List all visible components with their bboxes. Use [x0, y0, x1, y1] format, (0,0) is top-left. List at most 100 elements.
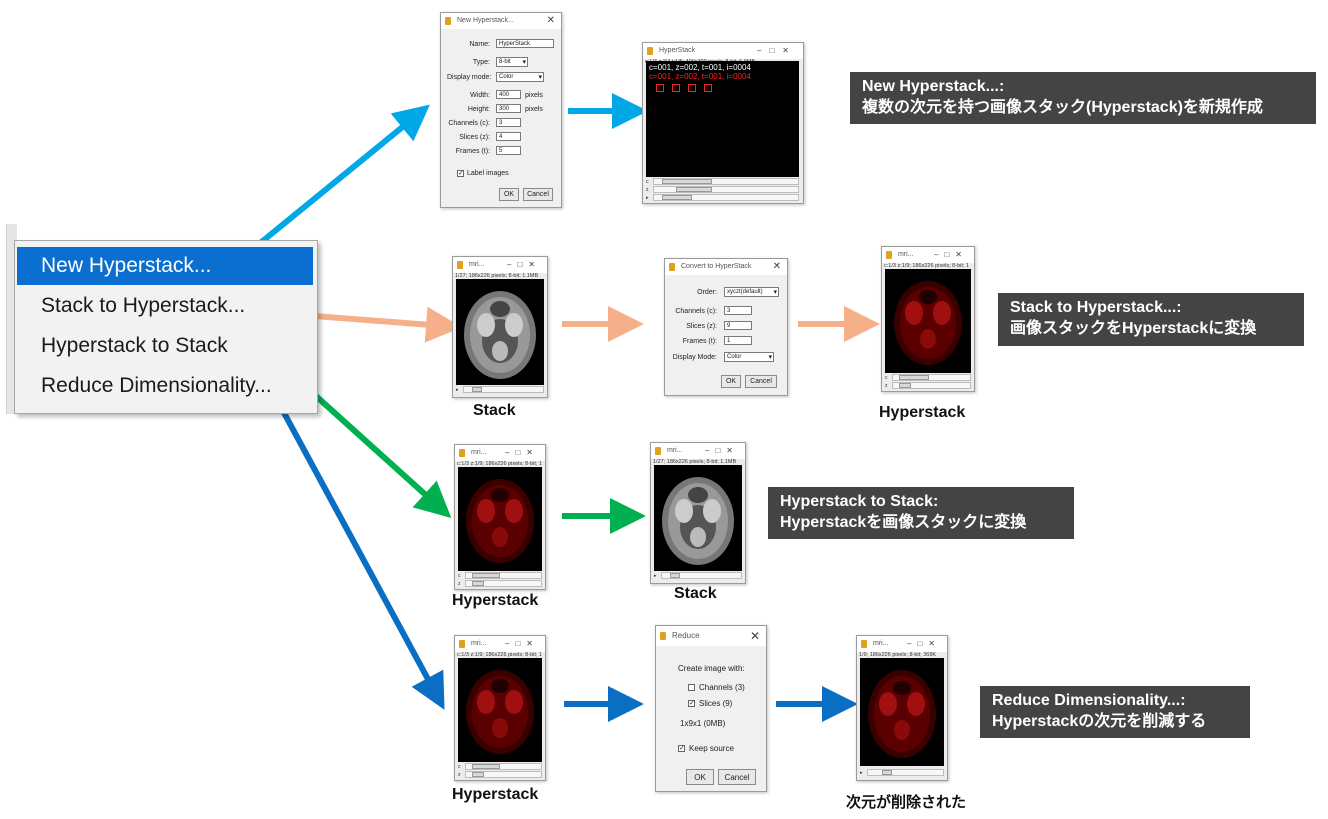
arrow-reduce-to-window [273, 396, 445, 710]
label-images-checkbox[interactable]: ✓ [457, 170, 464, 177]
caption-stack: Stack [473, 402, 516, 419]
stack-window-2: mri...–□✕ 1/27; 186x226 pixels; 8-bit; 1… [650, 442, 746, 584]
close-icon[interactable]: ✕ [772, 261, 781, 272]
note-reduce-dimensionality: Reduce Dimensionality...: Hyperstackの次元を… [980, 686, 1250, 738]
channels-field[interactable]: 3 [496, 118, 521, 127]
java-icon [655, 447, 661, 455]
image-canvas[interactable]: c=001, z=002, t=001, i=0004 c=001, z=002… [646, 61, 799, 177]
caption-hyperstack: Hyperstack [452, 786, 539, 803]
order-select[interactable]: xyczt(default) [724, 287, 779, 297]
cancel-button[interactable]: Cancel [718, 769, 756, 785]
red-square [688, 84, 696, 92]
image-canvas[interactable] [458, 467, 542, 571]
display-mode-select[interactable]: Color [724, 352, 774, 362]
convert-to-hyperstack-dialog: Convert to HyperStack✕ Order: xyczt(defa… [664, 258, 788, 396]
stack-scrollbar[interactable] [661, 572, 742, 579]
note-stack-to-hyperstack: Stack to Hyperstack...: 画像スタックをHyperstac… [998, 293, 1304, 346]
java-icon [459, 449, 465, 457]
stack-window-1: mri...–□✕ 1/27; 186x226 pixels; 8-bit; 1… [452, 256, 548, 398]
frames-field[interactable]: 1 [724, 336, 752, 345]
image-canvas[interactable] [860, 658, 944, 766]
name-field[interactable]: HyperStack [496, 39, 554, 48]
channel-scrollbar[interactable] [465, 572, 542, 579]
type-select[interactable]: 8-bit [496, 57, 528, 67]
menu-item-reduce-dimensionality[interactable]: Reduce Dimensionality... [41, 374, 272, 397]
slice-scrollbar[interactable] [653, 186, 799, 193]
image-canvas[interactable] [885, 269, 971, 373]
ok-button[interactable]: OK [499, 188, 519, 201]
new-hyperstack-dialog: New Hyperstack...✕ Name: HyperStack Type… [440, 12, 562, 208]
menu-item-stack-to-hyperstack[interactable]: Stack to Hyperstack... [41, 294, 246, 317]
slices-field[interactable]: 9 [724, 321, 752, 330]
new-hyperstack-result-window: HyperStack–□✕ c:1/3 z:2/4 t:1/5; 400x300… [642, 42, 804, 204]
display-mode-select[interactable]: Color [496, 72, 544, 82]
image-canvas[interactable] [458, 658, 542, 762]
channels-checkbox[interactable] [688, 684, 695, 691]
image-canvas[interactable] [654, 465, 742, 571]
ok-button[interactable]: OK [721, 375, 741, 388]
slice-scrollbar[interactable] [867, 769, 944, 776]
window-controls[interactable]: –□✕ [705, 446, 739, 455]
channel-scrollbar[interactable] [892, 374, 971, 381]
java-icon [886, 251, 892, 259]
cancel-button[interactable]: Cancel [745, 375, 777, 388]
mri-red-image [894, 281, 962, 365]
close-icon[interactable]: ✕ [749, 629, 760, 643]
channels-field[interactable]: 3 [724, 306, 752, 315]
dialog-titlebar: New Hyperstack...✕ [441, 13, 561, 29]
dialog-titlebar: Convert to HyperStack✕ [665, 259, 787, 275]
java-icon [647, 47, 653, 55]
window-titlebar: mri...–□✕ [882, 247, 974, 263]
mri-gray-image [464, 291, 536, 379]
hyperstack-window-2: mri...–□✕ c:1/3 z:1/9; 186x226 pixels; 8… [454, 444, 546, 590]
window-controls[interactable]: –□✕ [505, 448, 539, 457]
mri-gray-image [662, 477, 734, 565]
java-icon [861, 640, 867, 648]
mri-red-image [466, 479, 534, 563]
reduced-stack-window: mri...–□✕ 1/9; 186x226 pixels; 8-bit; 36… [856, 635, 948, 781]
width-field[interactable]: 400 [496, 90, 521, 99]
dialog-titlebar: Reduce✕ [656, 626, 766, 646]
window-controls[interactable]: –□✕ [934, 250, 968, 259]
image-canvas[interactable] [456, 279, 544, 385]
java-icon [457, 261, 463, 269]
slice-scrollbar[interactable] [465, 580, 542, 587]
java-icon [459, 640, 465, 648]
slice-scrollbar[interactable] [465, 771, 542, 778]
close-icon[interactable]: ✕ [546, 15, 555, 26]
keep-source-checkbox[interactable]: ✓ [678, 745, 685, 752]
java-icon [660, 632, 666, 640]
caption-reduced: 次元が削除された [846, 794, 967, 811]
menu-item-new-hyperstack[interactable]: New Hyperstack... [17, 247, 313, 285]
slices-checkbox[interactable]: ✓ [688, 700, 695, 707]
hyperstack-window-1: mri...–□✕ c:1/3 z:1/9; 186x226 pixels; 8… [881, 246, 975, 392]
cancel-button[interactable]: Cancel [523, 188, 553, 201]
overlay-label-red: c=001, z=002, t=001, i=0004 [649, 72, 751, 81]
channel-scrollbar[interactable] [653, 178, 799, 185]
window-controls[interactable]: –□✕ [505, 639, 539, 648]
slice-scrollbar[interactable] [892, 382, 971, 389]
note-hyperstack-to-stack: Hyperstack to Stack: Hyperstackを画像スタックに変… [768, 487, 1074, 539]
note-new-hyperstack: New Hyperstack...: 複数の次元を持つ画像スタック(Hypers… [850, 72, 1316, 124]
mri-red-image [466, 670, 534, 754]
window-controls[interactable]: –□✕ [907, 639, 941, 648]
menu-side-strip [6, 224, 17, 414]
caption-stack: Stack [674, 585, 717, 602]
java-icon [669, 263, 675, 271]
frame-scrollbar[interactable] [653, 194, 799, 201]
hyperstack-window-3: mri...–□✕ c:1/3 z:1/9; 186x226 pixels; 8… [454, 635, 546, 781]
window-titlebar: mri...–□✕ [455, 636, 545, 652]
red-square [704, 84, 712, 92]
caption-hyperstack: Hyperstack [879, 404, 966, 421]
window-controls[interactable]: –□✕ [757, 46, 797, 55]
window-controls[interactable]: –□✕ [507, 260, 541, 269]
menu-item-hyperstack-to-stack[interactable]: Hyperstack to Stack [41, 334, 228, 357]
channel-scrollbar[interactable] [465, 763, 542, 770]
height-field[interactable]: 300 [496, 104, 521, 113]
overlay-label-white: c=001, z=002, t=001, i=0004 [649, 63, 751, 72]
slices-field[interactable]: 4 [496, 132, 521, 141]
ok-button[interactable]: OK [686, 769, 714, 785]
stack-scrollbar[interactable] [463, 386, 544, 393]
red-square [656, 84, 664, 92]
frames-field[interactable]: 5 [496, 146, 521, 155]
